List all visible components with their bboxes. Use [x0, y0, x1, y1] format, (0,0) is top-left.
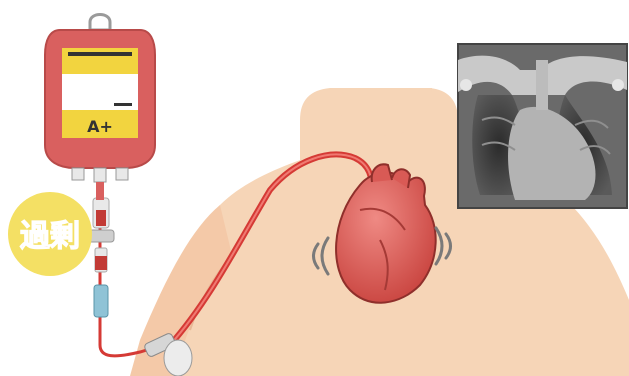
overload-badge-text: 過剰	[20, 219, 80, 254]
overload-badge: 過剰	[8, 192, 92, 276]
blood-bag-icon: A+	[45, 15, 155, 201]
drip-chamber	[88, 198, 114, 317]
blood-type-label: A+	[87, 117, 113, 136]
xray-image	[458, 44, 627, 208]
